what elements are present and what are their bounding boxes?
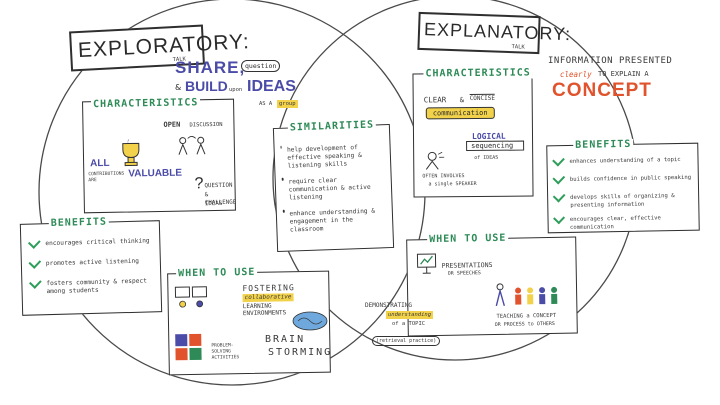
explanatory-title: EXPLANATORY:	[423, 19, 572, 45]
benefit-item: promotes active listening	[28, 256, 155, 269]
similarity-item: require clear communication & active lis…	[281, 175, 387, 203]
exp-char-logical: LOGICAL	[471, 131, 506, 142]
explanatory-when-box: WHEN TO USE PRESENTATIONS OR SPEECHES TE…	[406, 232, 578, 337]
explanatory-subtitle: TALK	[511, 44, 525, 51]
exp-char-sequencing: sequencing	[466, 140, 525, 152]
exploratory-benefits-heading: BENEFITS	[48, 216, 110, 230]
when-activities: ACTIVITIES	[211, 355, 240, 361]
similarity-item: enhance understanding & engagement in th…	[282, 207, 388, 235]
when-storming: STORMING	[268, 347, 333, 358]
explanatory-characteristics-heading: CHARACTERISTICS	[423, 67, 533, 80]
bullet-icon	[281, 177, 284, 181]
question-mark-icon: ?	[194, 175, 204, 193]
exp-char-of-ideas: of IDEAS	[474, 154, 499, 161]
tagline-ideas: IDEAS	[247, 78, 296, 95]
when-process: OR PROCESS to OTHERS	[494, 320, 555, 328]
exp-char-amp: &	[459, 96, 464, 105]
check-icon	[552, 153, 565, 167]
when-fostering: FOSTERING	[242, 283, 295, 294]
exploratory-benefits-box: BENEFITS encourages critical thinking pr…	[19, 216, 163, 316]
tagline-amp: &	[175, 83, 182, 92]
when-brain: BRAIN	[265, 334, 306, 345]
speaker-icon	[425, 151, 445, 170]
when-of-topic: of a TOPIC	[392, 321, 426, 327]
tagline-group: group	[277, 100, 298, 108]
when-speeches: OR SPEECHES	[447, 270, 481, 277]
char-contributions: CONTRIBUTIONS ARE	[88, 171, 125, 184]
exp-tagline-concept: CONCEPT	[552, 80, 652, 101]
char-question: QUESTION	[204, 182, 233, 190]
tagline-upon: upon	[229, 87, 243, 93]
explanatory-benefits-box: BENEFITS enhances understanding of a top…	[546, 138, 700, 234]
tagline-build: BUILD	[185, 78, 228, 94]
exploratory-when-heading: WHEN TO USE	[176, 266, 258, 280]
char-discussion: DISCUSSION	[189, 121, 223, 129]
when-retrieval: (retrieval practice)	[372, 336, 441, 346]
char-open: OPEN	[163, 120, 181, 129]
exploratory-when-box: WHEN TO USE FOSTERING collaborative LEAR…	[167, 266, 331, 376]
check-icon	[27, 236, 41, 249]
benefit-item: fosters community & respect among studen…	[29, 276, 155, 296]
puzzle-icon	[175, 333, 202, 361]
char-ideas: IDEAS	[204, 200, 223, 208]
exp-char-single: a single SPEAKER	[428, 180, 477, 188]
tagline-share: SHARE,	[175, 58, 246, 77]
explanatory-benefits-heading: BENEFITS	[573, 138, 634, 151]
benefit-item: encourages clear, effective communicatio…	[553, 211, 696, 232]
exp-tagline-to-explain: TO EXPLAIN A	[598, 70, 649, 78]
exploratory-tagline: SHARE, question & BUILD upon IDEAS AS A …	[175, 58, 325, 113]
explanatory-title-box: EXPLANATORY: TALK	[417, 11, 571, 55]
tagline-questions: question	[241, 60, 281, 72]
exp-tagline-line1: INFORMATION PRESENTED	[548, 56, 673, 66]
similarities-box: SIMILARITIES help development of effecti…	[272, 119, 395, 253]
brain-icon	[292, 311, 328, 331]
tagline-as-a: AS A	[259, 101, 273, 107]
check-icon	[552, 189, 566, 203]
exp-tagline-clearly: clearly	[560, 70, 592, 79]
char-all: ALL	[90, 157, 110, 170]
benefit-item: develops skills of organizing & presenti…	[552, 189, 696, 210]
trophy-icon: ?	[122, 139, 140, 167]
when-demonstrating: DEMONSTRATING	[365, 302, 412, 309]
when-collaborative: collaborative	[242, 293, 294, 303]
check-icon	[552, 171, 566, 185]
exp-char-communication: communication	[425, 106, 495, 120]
bullet-icon	[280, 145, 282, 149]
char-valuable: VALUABLE	[128, 167, 183, 180]
similarity-item: help development of effective speaking &…	[280, 143, 386, 171]
check-icon	[553, 211, 566, 225]
explanatory-when-heading: WHEN TO USE	[427, 232, 509, 246]
svg-text:?: ?	[127, 139, 130, 144]
discussion-people-icon	[178, 136, 206, 155]
exploratory-characteristics-heading: CHARACTERISTICS	[90, 97, 201, 111]
explanatory-characteristics-box: CHARACTERISTICS CLEAR & CONCISE communic…	[412, 67, 534, 198]
when-environments: ENVIRONMENTS	[242, 309, 287, 318]
exploratory-characteristics-box: CHARACTERISTICS OPEN DISCUSSION ? ALL CO…	[82, 97, 236, 214]
check-icon	[28, 256, 42, 269]
benefit-item: builds confidence in public speaking	[552, 171, 696, 185]
presentation-board-icon	[416, 253, 437, 274]
similarities-heading: SIMILARITIES	[287, 119, 377, 134]
exp-char-clear: CLEAR	[423, 95, 447, 105]
collaboration-icon	[174, 286, 208, 308]
benefit-item: enhances understanding of a topic	[552, 153, 695, 167]
exp-char-concise: CONCISE	[469, 93, 496, 104]
audience-icon	[495, 283, 558, 307]
check-icon	[29, 276, 42, 289]
benefit-item: encourages critical thinking	[27, 236, 154, 249]
when-understanding: understanding	[386, 311, 434, 319]
bullet-icon	[282, 209, 285, 213]
